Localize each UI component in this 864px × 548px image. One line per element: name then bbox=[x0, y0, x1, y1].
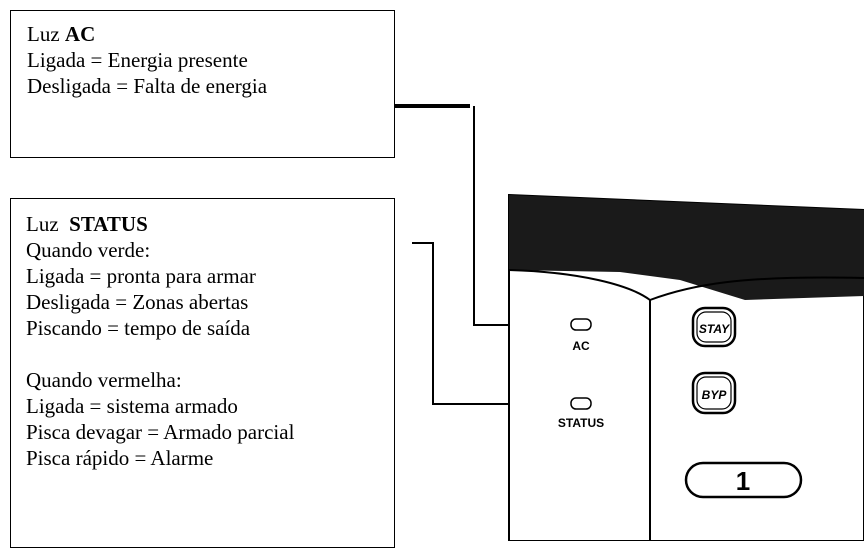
ac-title: Luz AC bbox=[27, 21, 394, 47]
stay-button-label: STAY bbox=[699, 322, 730, 336]
ac-title-bold: AC bbox=[64, 22, 96, 46]
byp-button[interactable]: BYP bbox=[691, 371, 737, 415]
status-led bbox=[570, 397, 592, 410]
status-red-heading: Quando vermelha: bbox=[26, 368, 182, 392]
ac-led bbox=[570, 318, 592, 331]
stay-button[interactable]: STAY bbox=[691, 306, 737, 348]
byp-button-label: BYP bbox=[702, 388, 728, 402]
ac-led-label: AC bbox=[572, 339, 590, 353]
status-green-off: Desligada = Zonas abertas bbox=[26, 290, 249, 314]
status-red-fast: Pisca rápido = Alarme bbox=[26, 446, 214, 470]
ac-title-prefix: Luz bbox=[27, 22, 60, 46]
status-green-heading: Quando verde: bbox=[26, 238, 151, 262]
status-light-description-box: Luz STATUS Quando verde: Ligada = pronta… bbox=[10, 198, 395, 548]
key-1-label: 1 bbox=[736, 466, 750, 496]
ac-line-on: Ligada = Energia presente bbox=[27, 48, 248, 72]
status-title-bold: STATUS bbox=[69, 212, 148, 236]
ac-light-description-box: Luz AC Ligada = Energia presente Desliga… bbox=[10, 10, 395, 158]
status-title-prefix: Luz bbox=[26, 212, 59, 236]
status-green-on: Ligada = pronta para armar bbox=[26, 264, 256, 288]
keypad-body bbox=[508, 193, 864, 541]
status-red-slow: Pisca devagar = Armado parcial bbox=[26, 420, 295, 444]
status-title: Luz STATUS bbox=[26, 211, 394, 237]
status-led-label: STATUS bbox=[558, 416, 604, 430]
key-1-button[interactable]: 1 bbox=[684, 461, 803, 499]
ac-line-off: Desligada = Falta de energia bbox=[27, 74, 268, 98]
status-red-on: Ligada = sistema armado bbox=[26, 394, 238, 418]
status-green-blink: Piscando = tempo de saída bbox=[26, 316, 251, 340]
